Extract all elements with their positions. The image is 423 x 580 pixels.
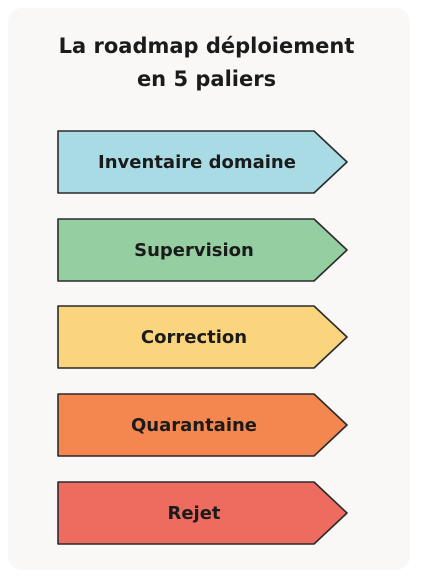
step-label: Supervision bbox=[134, 240, 254, 261]
step-arrow-shape bbox=[57, 218, 348, 282]
step-arrow-shape bbox=[57, 393, 348, 457]
step-label: Correction bbox=[141, 327, 247, 348]
title-line-2: en 5 paliers bbox=[136, 67, 277, 91]
step-2: Supervision bbox=[57, 218, 348, 282]
step-arrow-shape bbox=[57, 305, 348, 369]
step-label: Inventaire domaine bbox=[98, 152, 296, 173]
step-arrow-shape bbox=[57, 481, 348, 545]
step-arrow-shape bbox=[57, 130, 348, 194]
diagram-card bbox=[8, 8, 410, 570]
step-3: Correction bbox=[57, 305, 348, 369]
step-5: Rejet bbox=[57, 481, 348, 545]
step-4: Quarantaine bbox=[57, 393, 348, 457]
diagram-title: La roadmap déploiement en 5 paliers bbox=[0, 30, 413, 96]
step-1: Inventaire domaine bbox=[57, 130, 348, 194]
title-line-1: La roadmap déploiement bbox=[58, 34, 355, 58]
step-label: Quarantaine bbox=[131, 415, 257, 436]
step-label: Rejet bbox=[167, 503, 220, 524]
